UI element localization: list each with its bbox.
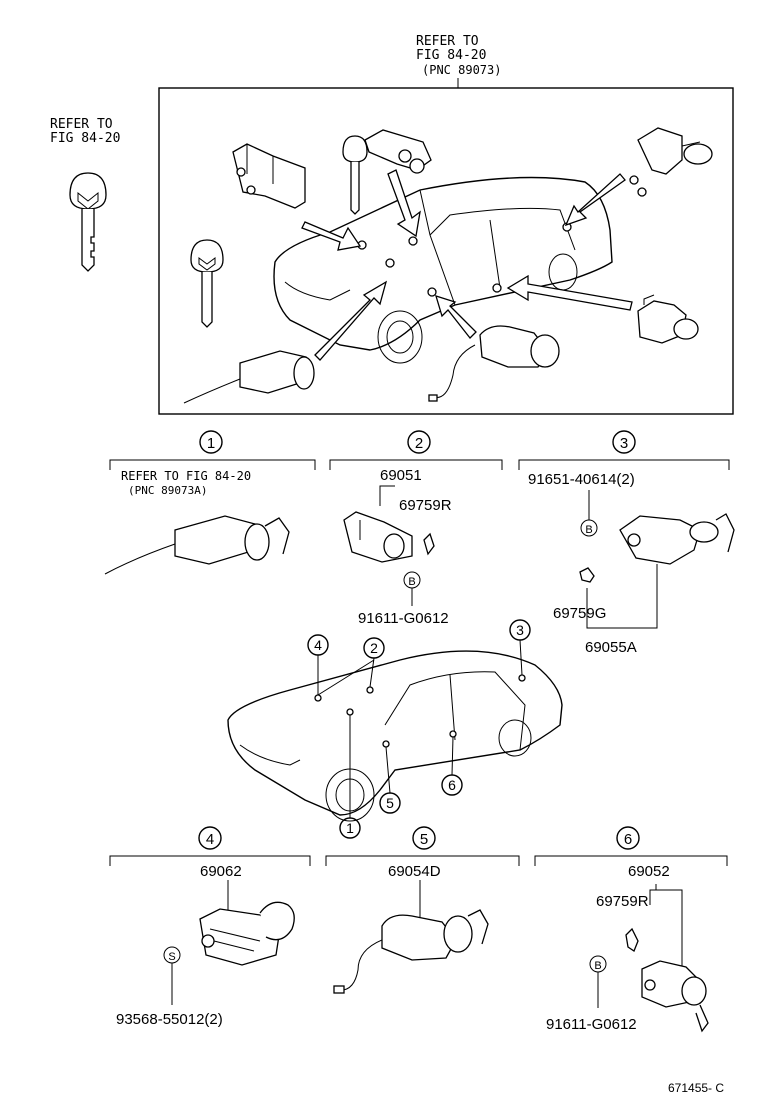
group-4-screw-letter: S (168, 951, 175, 963)
group-3-part-main: 69055A (585, 639, 637, 656)
group-2-part-main: 69051 (380, 467, 422, 484)
group-3-spring-clip (579, 567, 595, 583)
group-3-number: 3 (620, 435, 628, 452)
group-3-bracket (518, 459, 730, 470)
group-3-bolt-part: 91651-40614(2) (528, 471, 635, 488)
car-callouts: 4 2 3 1 5 6 (307, 619, 531, 839)
group-5-part-main: 69054D (388, 863, 441, 880)
top-refer-note: REFER TO FIG 84-20 (PNC 89073) (416, 34, 501, 88)
overview-frame (158, 87, 734, 415)
car-callout-3: 3 (516, 622, 524, 638)
car-callout-5: 5 (386, 795, 394, 811)
group-2-bolt-letter: B (408, 576, 415, 588)
door-lock-cylinder-illustration-2 (343, 511, 435, 563)
left-refer-line2: FIG 84-20 (50, 131, 120, 146)
group-4: 4 69062 S 93568-55012(2) (109, 826, 311, 1028)
group-6-number-circle (616, 826, 640, 850)
group-6-part-spring: 69759R (596, 893, 649, 910)
group-2-leader (379, 485, 395, 506)
group-3-bolt-letter: B (585, 524, 592, 536)
trunk-lock-cylinder-illustration (619, 513, 735, 565)
car-callout-2: 2 (370, 640, 378, 656)
group-4-screw-part: 93568-55012(2) (116, 1011, 223, 1028)
top-refer-line2: FIG 84-20 (416, 48, 486, 63)
group-4-bracket (109, 855, 311, 866)
door-lock-cylinder-illustration-6 (641, 960, 709, 1033)
overview-door-cyl (637, 294, 699, 344)
group-1-refer-line1: REFER TO FIG 84-20 (121, 469, 251, 483)
group-6-bracket (534, 855, 728, 866)
car-callout-4: 4 (314, 637, 322, 653)
overview-key-left (190, 239, 224, 328)
group-5-number-circle (412, 826, 436, 850)
overview-door-cyl-wire (428, 325, 560, 402)
group-1-number: 1 (207, 435, 215, 452)
group-4-number-circle (198, 826, 222, 850)
group-2: 2 69051 69759R B 91611-G0612 (329, 430, 503, 627)
group-3-number-circle (612, 430, 636, 454)
overview-trunk-cyl (629, 127, 713, 197)
group-4-number: 4 (206, 831, 214, 848)
top-refer-line1: REFER TO (416, 34, 479, 49)
group-6-bolt-part: 91611-G0612 (546, 1016, 637, 1033)
overview-car (273, 176, 613, 364)
left-refer-line1: REFER TO (50, 117, 113, 132)
group-6-spring-clip (625, 927, 639, 952)
overview-hood-lock-part (232, 143, 306, 209)
group-2-bolt-part: 91611-G0612 (358, 610, 449, 627)
group-1-refer-line2: (PNC 89073A) (128, 484, 207, 497)
group-2-part-spring: 69759R (399, 497, 452, 514)
group-5-number: 5 (420, 831, 428, 848)
group-6-number: 6 (624, 831, 632, 848)
group-2-bracket (329, 459, 503, 470)
location-car (227, 650, 563, 822)
overview-arrows (301, 169, 633, 361)
group-4-part-main: 69062 (200, 863, 242, 880)
group-3: 3 91651-40614(2) B 69759G 69055A (518, 430, 735, 656)
ignition-cylinder-illustration (104, 515, 290, 575)
group-5-bracket (325, 855, 520, 866)
key-icon (69, 172, 107, 272)
group-6: 6 69052 69759R B 91611-G0612 (534, 826, 728, 1033)
overview-ignition-cyl (183, 350, 315, 404)
group-6-part-main: 69052 (628, 863, 670, 880)
group-6-bolt-letter: B (594, 960, 601, 972)
glove-box-lock-illustration (199, 901, 295, 966)
group-2-number: 2 (415, 435, 423, 452)
door-lock-cylinder-wire-illustration (333, 909, 489, 994)
group-1: 1 REFER TO FIG 84-20 (PNC 89073A) (104, 430, 316, 575)
top-refer-line3: (PNC 89073) (422, 63, 501, 77)
group-2-number-circle (407, 430, 431, 454)
group-3-part-spring: 69759G (553, 605, 606, 622)
car-callout-6: 6 (448, 777, 456, 793)
overview-key-top (342, 129, 432, 215)
car-callout-1: 1 (346, 820, 354, 836)
group-5: 5 69054D (325, 826, 520, 994)
left-refer-note: REFER TO FIG 84-20 (50, 117, 120, 146)
group-1-bracket (109, 459, 316, 470)
group-1-number-circle (199, 430, 223, 454)
figure-reference-code: 671455- C (668, 1081, 724, 1095)
group-3-leader (586, 564, 658, 629)
group-6-leader (649, 884, 683, 970)
